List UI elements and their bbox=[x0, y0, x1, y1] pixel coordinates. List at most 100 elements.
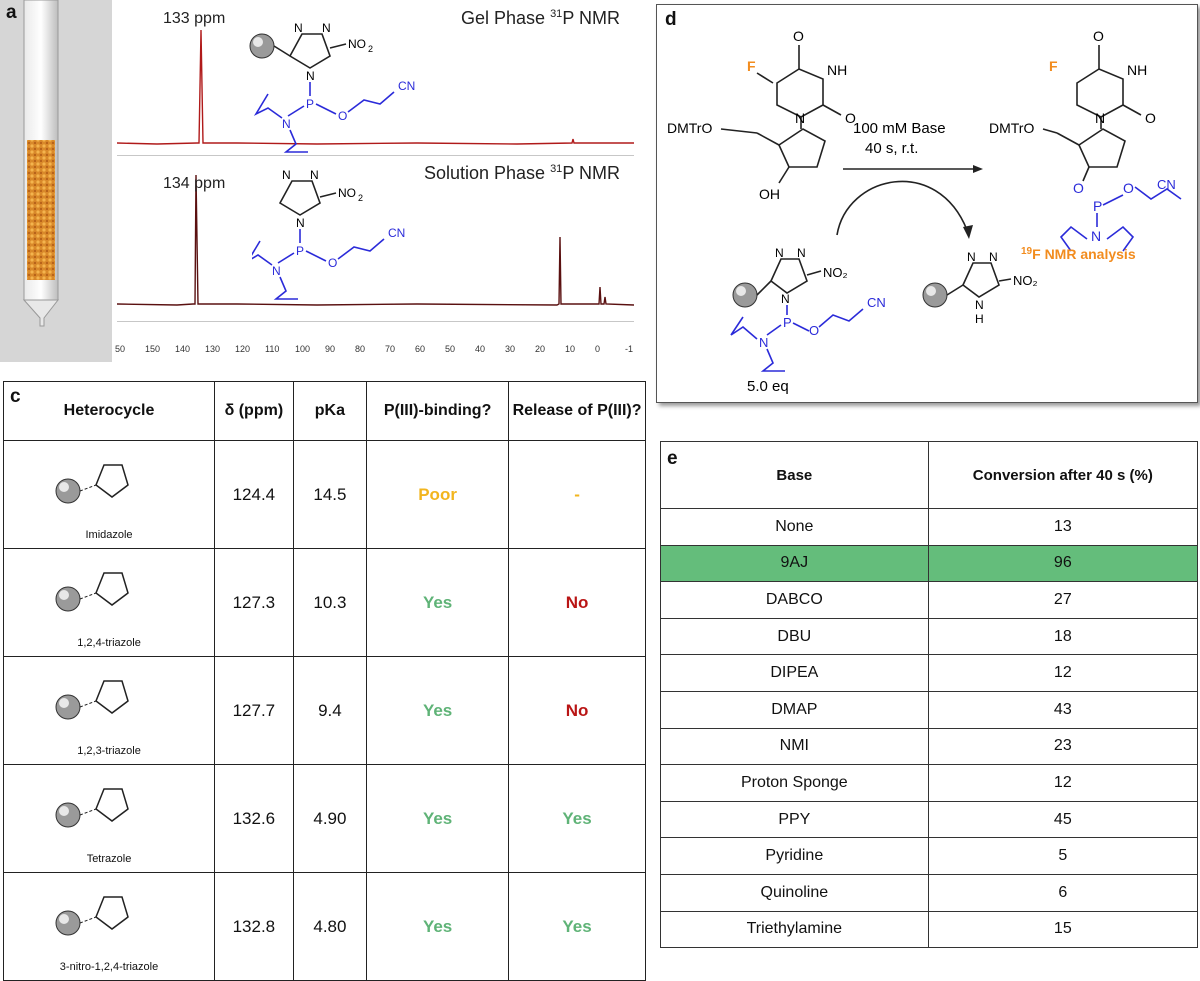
release-cell: Yes bbox=[508, 872, 646, 981]
heterocycle-cell: Imidazole bbox=[2, 440, 216, 549]
equivalents-label: 5.0 eq bbox=[747, 378, 789, 395]
base-name-cell: Pyridine bbox=[660, 837, 929, 875]
header-delta: δ (ppm) bbox=[214, 381, 294, 441]
svg-text:N: N bbox=[296, 216, 305, 230]
axis-tick-label: 130 bbox=[205, 344, 221, 354]
heterocycle-name: 1,2,3-triazole bbox=[77, 745, 141, 757]
base-name-cell: DABCO bbox=[660, 581, 929, 619]
axis-tick-label: 110 bbox=[265, 344, 280, 354]
base-name-cell: DIPEA bbox=[660, 654, 929, 692]
solution-phase-title: Solution Phase 31P NMR bbox=[423, 163, 620, 183]
svg-text:NO: NO bbox=[348, 37, 366, 51]
delta-cell: 132.6 bbox=[214, 764, 294, 873]
base-name-cell: 9AJ bbox=[660, 544, 929, 583]
axis-tick-label: 10 bbox=[565, 344, 576, 354]
base-name-cell: DMAP bbox=[660, 690, 929, 729]
axis-tick-label: 140 bbox=[175, 344, 191, 354]
svg-text:N: N bbox=[272, 264, 281, 278]
table-header-row-e: e Base Conversion after 40 s (%) bbox=[660, 441, 1199, 509]
conversion-cell: 18 bbox=[927, 617, 1199, 656]
heterocycle-table-panel: c Heterocycle δ (ppm) pKa P(III)-binding… bbox=[0, 381, 650, 981]
heterocycle-cell: 1,2,4-triazole bbox=[2, 548, 216, 657]
gel-peak-label: 133 ppm bbox=[163, 10, 226, 27]
svg-text:P: P bbox=[306, 97, 314, 111]
pka-cell: 4.90 bbox=[292, 764, 368, 873]
panel-label-a: a bbox=[6, 2, 17, 23]
base-name-cell: DBU bbox=[660, 617, 929, 656]
svg-text:N: N bbox=[282, 168, 291, 182]
pka-cell: 10.3 bbox=[292, 548, 368, 657]
header-binding: P(III)-binding? bbox=[366, 381, 510, 441]
column-photo: a bbox=[0, 0, 112, 362]
heterocycle-name: 3-nitro-1,2,4-triazole bbox=[59, 961, 159, 973]
heterocycle-name: Imidazole bbox=[85, 529, 133, 541]
header-heterocycle-text: Heterocycle bbox=[63, 402, 155, 419]
released-n2: N bbox=[989, 250, 998, 264]
base-name-cell: PPY bbox=[660, 800, 929, 839]
reagent-n1: N bbox=[775, 246, 784, 260]
svg-text:CN: CN bbox=[388, 226, 405, 240]
reagent-n3: N bbox=[781, 292, 790, 306]
header-base-text: Base bbox=[776, 466, 813, 484]
svg-text:P: P bbox=[296, 244, 304, 258]
o-atom-p: O bbox=[1073, 180, 1084, 196]
cn-label-right: CN bbox=[1157, 177, 1176, 192]
svg-text:CN: CN bbox=[398, 79, 415, 93]
conversion-cell: 43 bbox=[927, 690, 1199, 729]
table-header-row: c Heterocycle δ (ppm) pKa P(III)-binding… bbox=[2, 381, 646, 441]
o-atom-p2: O bbox=[1123, 180, 1134, 196]
svg-text:O: O bbox=[338, 109, 347, 123]
axis-tick-label: 0 bbox=[595, 344, 601, 354]
nmr-analysis-label: 19F NMR analysis bbox=[1021, 246, 1136, 262]
heterocycle-cell: Tetrazole bbox=[2, 764, 216, 873]
axis-tick-label: 80 bbox=[355, 344, 366, 354]
n-atom-p: N bbox=[1091, 228, 1101, 244]
binding-cell: Yes bbox=[366, 548, 510, 657]
gel-baseline bbox=[117, 29, 634, 145]
svg-text:N: N bbox=[310, 168, 319, 182]
header-pka: pKa bbox=[292, 381, 368, 441]
solution-peak-label: 134 ppm bbox=[163, 175, 226, 192]
release-cell: - bbox=[508, 440, 646, 549]
reagent-no2: NO₂ bbox=[823, 265, 848, 280]
fluoro-atom-2: F bbox=[1049, 58, 1058, 74]
pka-cell: 4.80 bbox=[292, 872, 368, 981]
axis-tick-label: 100 bbox=[295, 344, 311, 354]
heterocycle-name: 1,2,4-triazole bbox=[77, 637, 141, 649]
o-atom-2: O bbox=[845, 110, 856, 126]
axis-tick-label: -1 bbox=[625, 344, 634, 354]
binding-cell: Poor bbox=[366, 440, 510, 549]
axis-tick-label: 60 bbox=[415, 344, 426, 354]
binding-cell: Yes bbox=[366, 872, 510, 981]
n-atom-2: N bbox=[1095, 110, 1105, 126]
svg-text:N: N bbox=[282, 117, 291, 131]
gel-phase-title: Gel Phase 31P NMR bbox=[461, 8, 620, 28]
heterocycle-cell: 3-nitro-1,2,4-triazole bbox=[2, 872, 216, 981]
heterocycle-table: c Heterocycle δ (ppm) pKa P(III)-binding… bbox=[2, 381, 646, 981]
oh-label: OH bbox=[759, 186, 780, 202]
solution-baseline bbox=[117, 174, 634, 306]
binding-cell: Yes bbox=[366, 656, 510, 765]
axis-tick-label: 120 bbox=[235, 344, 251, 354]
svg-text:2: 2 bbox=[368, 44, 373, 54]
conversion-cell: 13 bbox=[927, 508, 1199, 546]
base-name-cell: NMI bbox=[660, 727, 929, 766]
svg-text:O: O bbox=[328, 256, 337, 270]
heterocycle-name: Tetrazole bbox=[86, 853, 132, 865]
reagent-n4: N bbox=[759, 335, 768, 350]
reaction-scheme: d O NH O N F DMTrO OH 100 mM Base 40 s, … bbox=[656, 4, 1198, 403]
pka-cell: 9.4 bbox=[292, 656, 368, 765]
